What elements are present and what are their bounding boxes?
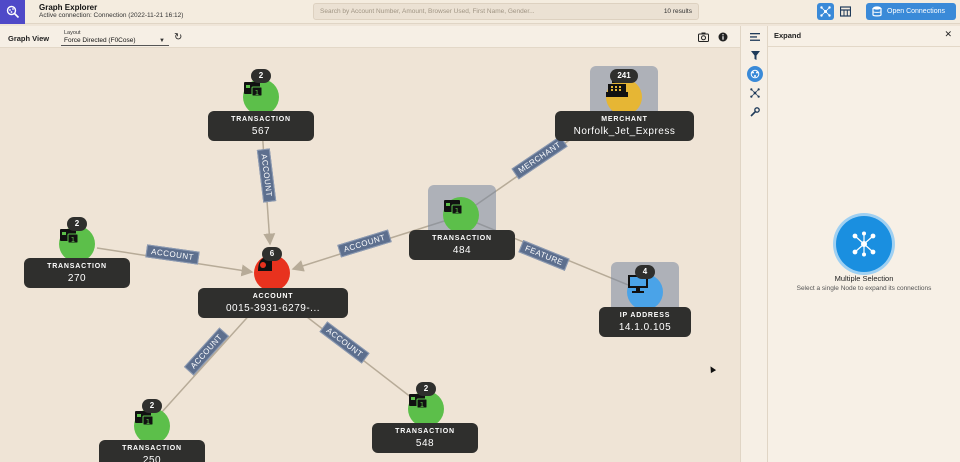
chevron-down-icon: ▼	[159, 38, 165, 44]
node-type: TRANSACTION	[395, 428, 455, 435]
node-value: 567	[251, 126, 271, 137]
connection-status: Active connection: Connection (2022-11-2…	[39, 12, 184, 19]
node-label[interactable]: TRANSACTION 270	[24, 258, 130, 288]
node-value: 484	[452, 245, 472, 256]
data-table-button[interactable]	[837, 3, 854, 20]
message-subtitle: Select a single Node to expand its conne…	[796, 285, 932, 292]
svg-text:1: 1	[255, 89, 259, 97]
sidebar-toolstrip	[740, 26, 768, 462]
database-icon	[872, 6, 882, 17]
node-label[interactable]: TRANSACTION 548	[372, 423, 478, 453]
app-title: Graph Explorer	[39, 3, 98, 12]
app-logo[interactable]	[0, 0, 25, 24]
layout-underline	[61, 45, 169, 46]
transaction-card-icon: 1	[60, 229, 79, 244]
ip-address-node[interactable]	[627, 274, 663, 310]
filter-icon	[750, 50, 760, 60]
list-details-icon	[750, 33, 760, 41]
node-label[interactable]: MERCHANT Norfolk_Jet_Express	[555, 111, 694, 141]
layout-select[interactable]: Layout Force Directed (F0Cose) ▼	[61, 29, 169, 46]
svg-text:1: 1	[420, 401, 424, 409]
top-bar: Graph Explorer Active connection: Connec…	[0, 0, 960, 24]
search-results-count: 10 results	[663, 8, 692, 15]
node-count-badge: 241	[610, 69, 638, 83]
svg-text:1: 1	[455, 207, 459, 215]
node-count-badge: 4	[635, 265, 655, 279]
graph-explorer-button[interactable]	[817, 3, 834, 20]
node-label[interactable]: ACCOUNT 0015-3931-6279-...	[198, 288, 348, 318]
transaction-node-270[interactable]: 1	[59, 226, 95, 262]
search-placeholder: Search by Account Number, Amount, Browse…	[320, 8, 535, 15]
table-icon	[840, 6, 851, 17]
info-icon[interactable]	[717, 32, 728, 42]
expand-panel: Expand ✕ Multiple Selection Select a sin…	[768, 26, 960, 462]
node-count-badge: 2	[251, 69, 271, 83]
graph-view-title: Graph View	[8, 34, 50, 43]
svg-text:1: 1	[71, 236, 75, 244]
open-connections-label: Open Connections	[887, 8, 945, 15]
node-count-badge: 2	[142, 399, 162, 413]
filter-tool-button[interactable]	[747, 47, 763, 63]
transaction-card-icon: 1	[409, 394, 428, 409]
node-type: TRANSACTION	[432, 235, 492, 242]
panel-title: Expand	[774, 31, 802, 40]
settings-tool-button[interactable]	[747, 104, 763, 120]
merchant-node[interactable]	[606, 79, 642, 115]
node-count-badge: 2	[67, 217, 87, 231]
graph-view-header: Graph View Layout Force Directed (F0Cose…	[0, 26, 740, 48]
screenshot-icon[interactable]	[698, 32, 709, 42]
node-label[interactable]: TRANSACTION 567	[208, 111, 314, 141]
node-value: 0015-3931-6279-...	[225, 303, 321, 314]
account-node[interactable]	[254, 255, 290, 291]
expand-nodes-icon	[750, 69, 760, 79]
refresh-icon[interactable]: ↻	[174, 32, 183, 43]
node-value: 270	[67, 273, 87, 284]
node-type: TRANSACTION	[122, 445, 182, 452]
node-value: Norfolk_Jet_Express	[573, 126, 676, 137]
graph-network-icon	[820, 6, 831, 17]
node-label[interactable]: IP ADDRESS 14.1.0.105	[599, 307, 691, 337]
transaction-node-567[interactable]: 1	[243, 79, 279, 115]
node-label[interactable]: TRANSACTION 250	[99, 440, 205, 462]
transaction-node-484[interactable]: 1	[443, 197, 479, 233]
node-label[interactable]: TRANSACTION 484	[409, 230, 515, 260]
graph-search-icon	[6, 5, 19, 19]
open-connections-button[interactable]: Open Connections	[866, 3, 956, 20]
transaction-card-icon: 1	[244, 82, 263, 97]
node-type: IP ADDRESS	[619, 312, 671, 319]
node-count-badge: 6	[262, 247, 282, 261]
transaction-node-548[interactable]: 1	[408, 391, 444, 427]
details-tool-button[interactable]	[747, 29, 763, 45]
node-type: ACCOUNT	[252, 293, 294, 300]
node-type: TRANSACTION	[231, 116, 291, 123]
node-value: 548	[415, 438, 435, 449]
graph-network-icon	[750, 88, 760, 98]
node-type: TRANSACTION	[47, 263, 107, 270]
expand-tool-button[interactable]	[747, 66, 763, 82]
multiple-selection-icon	[836, 216, 892, 272]
close-icon[interactable]: ✕	[944, 29, 952, 39]
transaction-card-icon: 1	[444, 200, 463, 215]
graph-canvas[interactable]: ACCOUNT ACCOUNT ACCOUNT MERCHANT FEATURE…	[0, 48, 740, 462]
transaction-node-250[interactable]: 1	[134, 408, 170, 444]
node-value: 14.1.0.105	[618, 322, 672, 333]
transaction-card-icon: 1	[135, 411, 154, 426]
layout-caption: Layout	[64, 30, 81, 36]
node-value: 250	[142, 455, 162, 462]
svg-text:1: 1	[146, 418, 150, 426]
node-count-badge: 2	[416, 382, 436, 396]
message-title: Multiple Selection	[834, 274, 894, 283]
panel-divider	[768, 46, 960, 47]
search-input[interactable]: Search by Account Number, Amount, Browse…	[313, 3, 699, 20]
node-type: MERCHANT	[601, 116, 648, 123]
layout-value: Force Directed (F0Cose)	[64, 37, 136, 44]
graph-tool-button[interactable]	[747, 85, 763, 101]
wrench-icon	[750, 107, 760, 117]
